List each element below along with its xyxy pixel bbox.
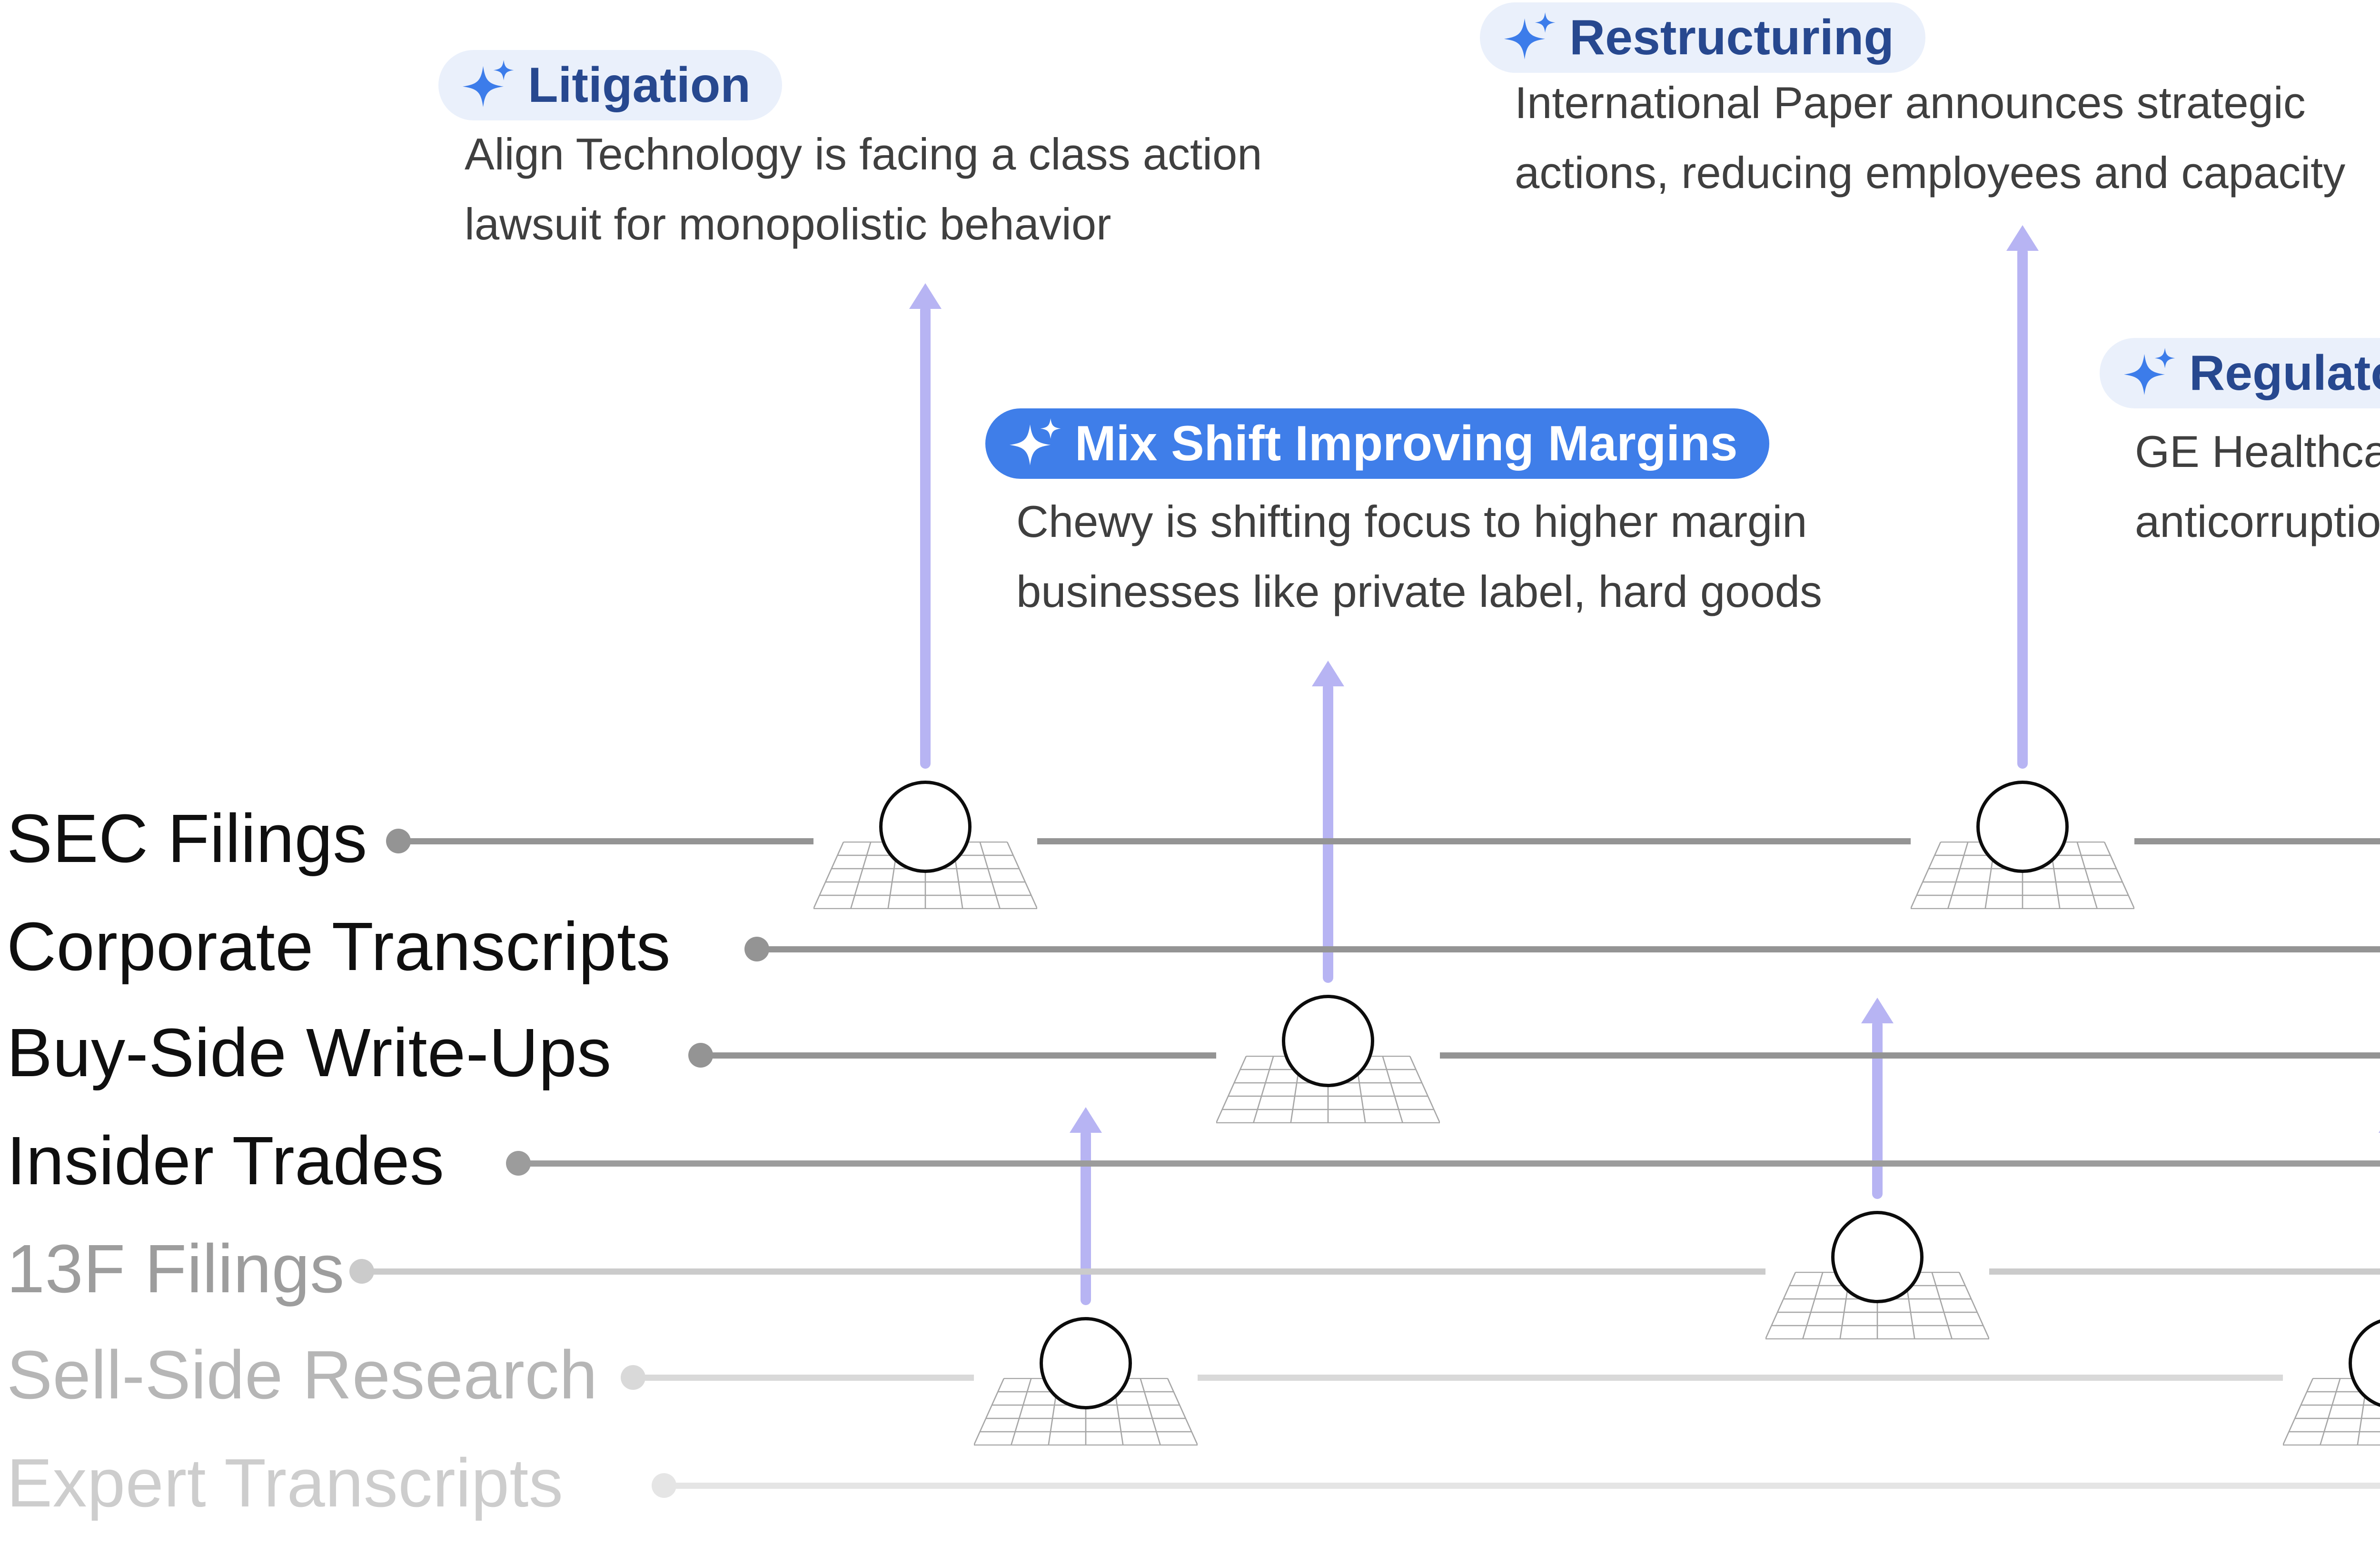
- event-arrow: [1872, 1020, 1883, 1199]
- up-arrowhead-icon: [1312, 661, 1344, 686]
- timeline-line-segment: [633, 1375, 974, 1381]
- category-badge: Mix Shift Improving Margins: [985, 408, 1769, 479]
- timeline-row-label: Insider Trades: [7, 1122, 445, 1199]
- event-node-circle: [1040, 1317, 1132, 1409]
- event-description-line: Align Technology is facing a class actio…: [465, 129, 1262, 179]
- event-description-line: anticorruption raises compliance standar…: [2135, 496, 2380, 546]
- timeline-row-label: Expert Transcripts: [7, 1445, 564, 1522]
- sparkle-icon: [2123, 347, 2175, 395]
- event-node-circle: [879, 781, 972, 873]
- event-arrow: [1081, 1129, 1091, 1305]
- category-badge: Regulatory Issues: [2100, 338, 2380, 408]
- up-arrowhead-icon: [2006, 225, 2039, 251]
- timeline-line-segment: [1440, 1052, 2380, 1059]
- event-node-circle: [1282, 995, 1374, 1087]
- timeline-row-label: Sell-Side Research: [7, 1337, 598, 1414]
- timeline-line-segment: [1037, 838, 1911, 844]
- timeline-line-segment: [664, 1483, 2380, 1489]
- category-badge-label: Litigation: [528, 57, 751, 113]
- event-description-line: lawsuit for monopolistic behavior: [465, 199, 1111, 249]
- event-description-line: actions, reducing employees and capacity: [1515, 148, 2346, 198]
- up-arrowhead-icon: [1861, 998, 1894, 1023]
- timeline-row-label: SEC Filings: [7, 800, 367, 877]
- event-arrow: [2017, 247, 2028, 769]
- event-description: Align Technology is facing a class actio…: [465, 119, 1262, 259]
- timeline-line-segment: [398, 838, 813, 844]
- category-badge-label: Mix Shift Improving Margins: [1075, 416, 1738, 471]
- timeline-line-segment: [518, 1160, 2380, 1167]
- event-description: International Paper announces strategic a…: [1515, 68, 2345, 208]
- event-description-line: businesses like private label, hard good…: [1016, 566, 1823, 616]
- timeline-line-segment: [2134, 838, 2380, 844]
- up-arrowhead-icon: [909, 283, 942, 309]
- timeline-row-label: Buy-Side Write-Ups: [7, 1014, 612, 1091]
- category-badge-label: Regulatory Issues: [2189, 345, 2380, 401]
- timeline-row-label: Corporate Transcripts: [7, 908, 671, 985]
- perspective-grid-icon: [1215, 1055, 1441, 1126]
- up-arrowhead-icon: [2379, 1107, 2380, 1133]
- sparkle-icon: [1009, 418, 1061, 466]
- perspective-grid-icon: [1765, 1271, 1990, 1342]
- category-badge: Restructuring: [1480, 2, 1925, 73]
- up-arrowhead-icon: [1070, 1107, 1102, 1133]
- timeline-line-segment: [757, 946, 2380, 952]
- event-description: GE Healthcare explains that China anticor…: [2135, 416, 2380, 556]
- sparkle-icon: [462, 59, 514, 107]
- timeline-row-label: 13F Filings: [7, 1230, 345, 1307]
- event-description: Chewy is shifting focus to higher margin…: [1016, 486, 1822, 626]
- event-description-line: GE Healthcare explains that China: [2135, 426, 2380, 476]
- event-arrow: [1323, 683, 1333, 983]
- timeline-line-segment: [362, 1268, 1765, 1275]
- event-node-circle: [1976, 781, 2069, 873]
- timeline-line-segment: [1989, 1268, 2380, 1275]
- event-node-circle: [1831, 1211, 1924, 1303]
- timeline-line-segment: [1198, 1375, 2283, 1381]
- perspective-grid-icon: [2282, 1377, 2380, 1448]
- event-description-line: Chewy is shifting focus to higher margin: [1016, 496, 1807, 546]
- category-badge-label: Restructuring: [1569, 10, 1894, 65]
- timeline-line-segment: [701, 1052, 1216, 1059]
- event-description-line: International Paper announces strategic: [1515, 78, 2306, 128]
- sparkle-icon: [1504, 12, 1556, 59]
- category-badge: Litigation: [438, 50, 782, 120]
- event-arrow: [920, 305, 931, 769]
